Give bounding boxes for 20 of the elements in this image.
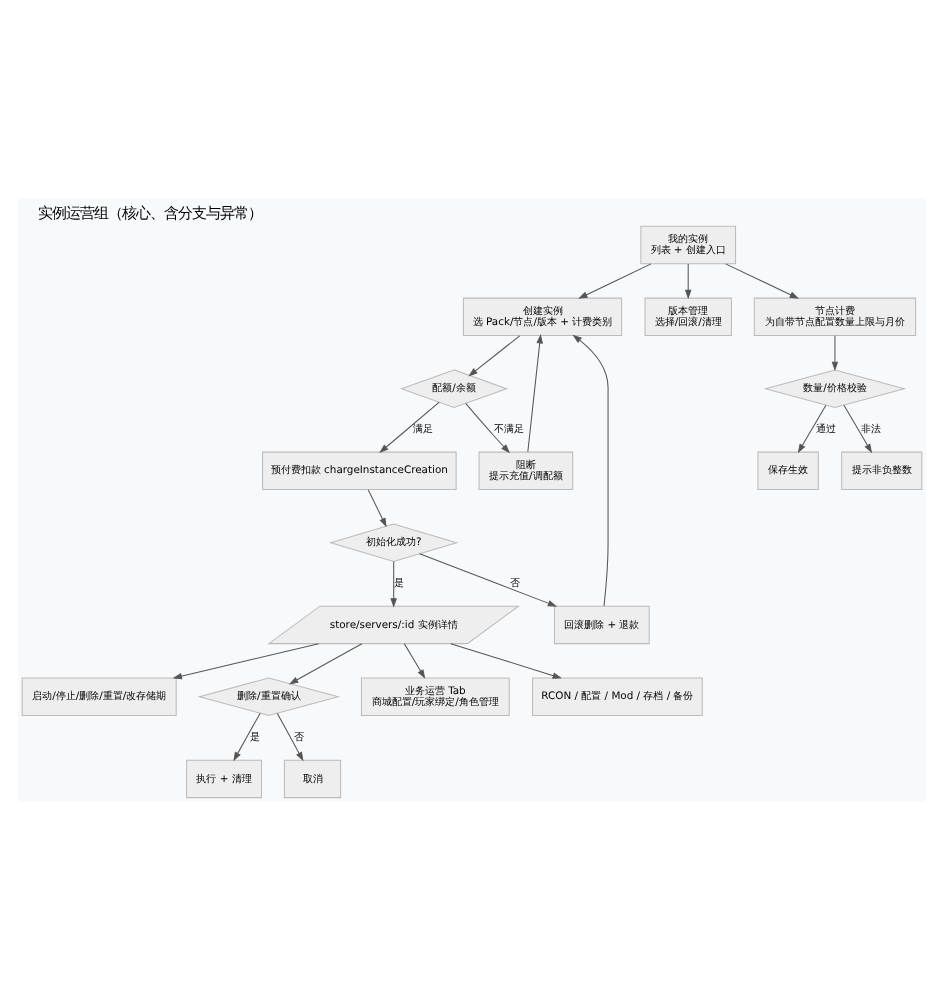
arrow [796,404,826,454]
arrow [378,401,439,454]
arrow [842,404,872,454]
arrow [449,643,561,679]
arrow [275,712,303,762]
arrow [467,335,520,377]
arrow [402,643,425,679]
arrow [571,334,608,607]
arrow [418,553,557,607]
arrow [724,263,798,299]
arrow [464,402,510,454]
arrow [232,712,260,762]
arrow [577,263,651,299]
arrow [171,643,319,680]
arrow [830,335,838,372]
arrow [366,489,386,528]
arrow [683,263,691,300]
arrow [526,334,542,453]
arrow [288,643,362,685]
arrow [389,560,396,608]
